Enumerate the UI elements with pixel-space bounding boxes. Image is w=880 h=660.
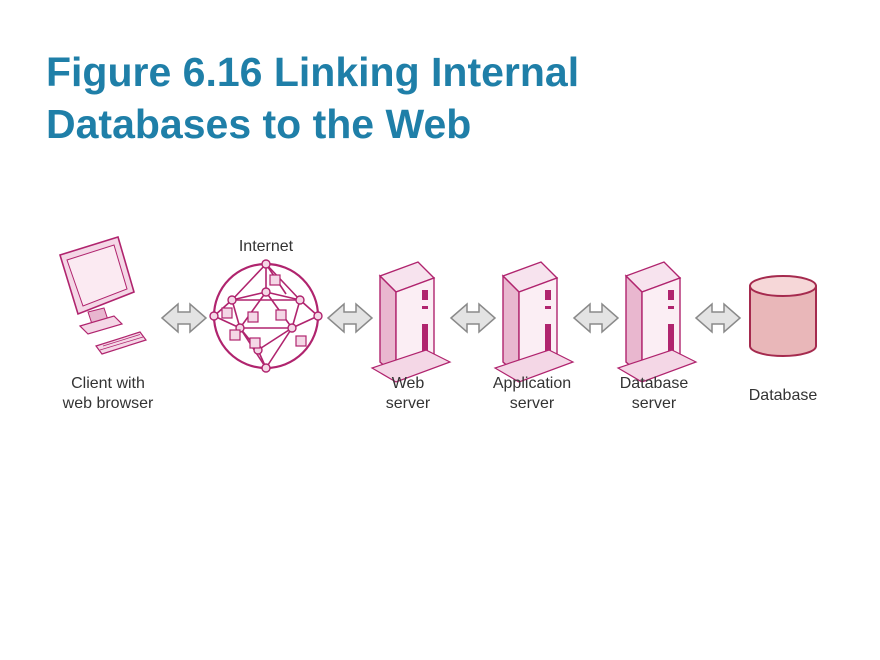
application-server-icon [493,261,575,383]
label-application-server-line2: server [510,395,555,412]
label-client-line2: web browser [62,395,154,412]
internet-network-icon [209,259,323,373]
web-server-icon [370,261,452,383]
double-arrow-icon [160,302,208,334]
database-cylinder-icon [749,275,817,357]
label-database: Database [749,387,818,404]
label-database-server-line1: Database [620,375,689,392]
double-arrow-icon [326,302,374,334]
double-arrow-icon [449,302,497,334]
title-line-2: Databases to the Web [46,101,472,147]
double-arrow-icon [572,302,620,334]
slide-title: Figure 6.16 Linking Internal Databases t… [46,46,579,150]
web-database-diagram: Client with web browser Internet [59,235,818,412]
label-web-server-line1: Web [392,375,425,392]
label-application-server-line1: Application [493,375,571,392]
label-client-line1: Client with [71,375,145,392]
title-line-1: Figure 6.16 Linking Internal [46,49,580,95]
client-computer-icon [59,235,147,355]
database-server-icon [616,261,698,383]
label-internet: Internet [239,238,294,255]
double-arrow-icon [694,302,742,334]
label-database-server-line2: server [632,395,677,412]
label-web-server-line2: server [386,395,431,412]
